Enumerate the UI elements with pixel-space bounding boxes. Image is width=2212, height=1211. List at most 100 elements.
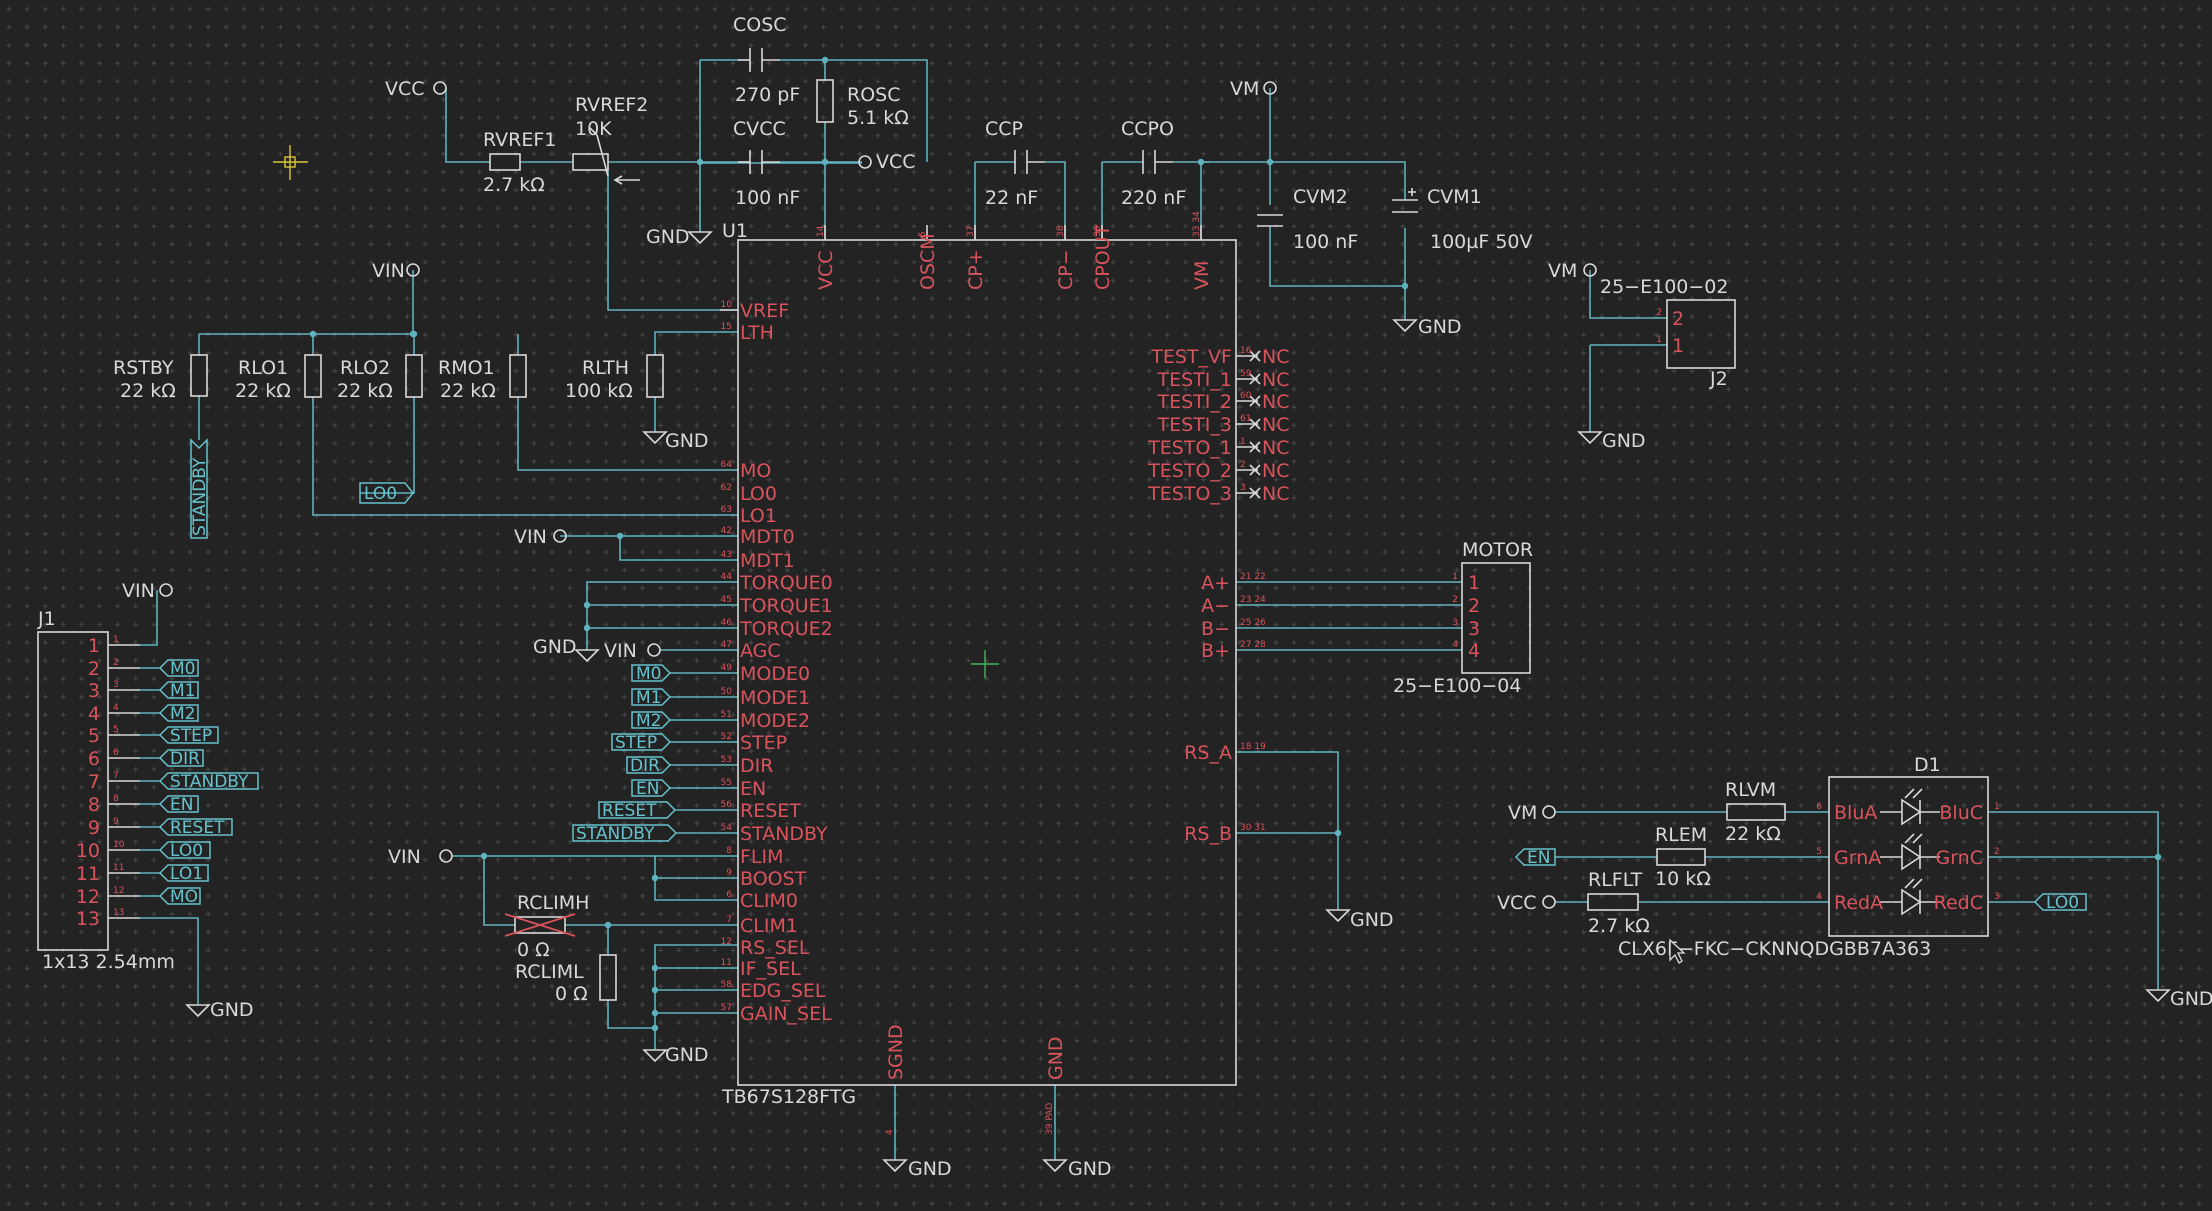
mode-tag-label: RESET: [602, 801, 657, 821]
cvm1-value: 100µF 50V: [1430, 231, 1533, 253]
gnd-lth-label: GND: [665, 430, 709, 452]
d1-en-tag: EN: [1527, 848, 1550, 868]
rvref2-symbol: [572, 153, 609, 171]
gnd-rs-label: GND: [1350, 909, 1394, 931]
rstby-symbol: [190, 354, 208, 397]
vin-mdt-label: VIN: [514, 526, 547, 548]
d1-cathode: RedC: [1934, 892, 1983, 914]
u1-pin-gain_sel: GAIN_SEL: [740, 1003, 832, 1025]
u1-pin-num: 62: [721, 483, 732, 493]
u1-pin-num: 11: [721, 958, 732, 968]
u1-pin-rs: RS_A: [1184, 742, 1232, 764]
j1-pin-name: 6: [88, 748, 100, 770]
cvm1-label: CVM1: [1427, 186, 1482, 208]
motor-pin-num: 4: [1452, 640, 1458, 650]
u1-pin-num: 46: [721, 618, 733, 628]
cosc-label: COSC: [733, 14, 787, 36]
led-red: [1880, 878, 1940, 916]
u1-pin-clim1: CLIM1: [740, 915, 798, 937]
u1-pin-mode1: MODE1: [740, 687, 810, 709]
j1-tag-label: MO: [170, 887, 198, 907]
u1-pin-num: 52: [721, 732, 732, 742]
j1-ref: J1: [37, 608, 56, 630]
u1-pin-testi_3: TESTI_3: [1157, 414, 1232, 436]
j1-tag-label: LO0: [170, 841, 203, 861]
rlvm-value: 22 kΩ: [1725, 823, 1781, 845]
cvcc-label: CVCC: [733, 118, 786, 140]
u1-pin-step: STEP: [740, 732, 787, 754]
d1-pin-num: 5: [1816, 847, 1822, 857]
rlflt-label: RLFLT: [1588, 869, 1643, 891]
u1-pin-num: 58: [721, 980, 733, 990]
j1-pin-name: 3: [88, 680, 100, 702]
rlvm-symbol: [1726, 803, 1786, 821]
j1-pin-name: 2: [88, 658, 100, 680]
ic-part-label: TB67S128FTG: [721, 1086, 856, 1108]
j1-pin-name: 10: [76, 840, 100, 862]
motor-pin-name: 4: [1468, 640, 1480, 662]
j2-pin-num: 1: [1656, 335, 1662, 345]
u1-pin-num: 45: [721, 595, 732, 605]
u1-pin-num: 18 19: [1240, 742, 1266, 752]
motor-pin-num: 2: [1452, 595, 1458, 605]
u1-pin-num: 55: [721, 778, 732, 788]
rvref1-label: RVREF1: [483, 129, 556, 151]
j1-pin-name: 11: [76, 863, 100, 885]
cosc-value: 270 pF: [735, 84, 800, 106]
mode-tag-label: STEP: [615, 733, 657, 753]
u1-pin-flim: FLIM: [740, 846, 784, 868]
rvref2-label: RVREF2: [575, 94, 648, 116]
motor-part: 25−E100−04: [1393, 675, 1521, 697]
u1-pin-lth: LTH: [740, 322, 774, 344]
u1-pin-num: 50: [721, 687, 733, 697]
u1-pin-motor: B+: [1201, 640, 1230, 662]
gnd-clim-label: GND: [665, 1044, 709, 1066]
u1-pin-num: 21 22: [1240, 572, 1266, 582]
d1-anode: GrnA: [1834, 847, 1881, 869]
j2-ref: J2: [1709, 368, 1728, 390]
u1-pin-mode0: MODE0: [740, 663, 810, 685]
ccp-label: CCP: [985, 118, 1023, 140]
u1-pin-test_vf: TEST_VF: [1150, 346, 1232, 368]
u1-pin-rs: RS_B: [1184, 823, 1232, 845]
u1-pin-num: 59: [1240, 369, 1252, 379]
u1-body: [737, 239, 1237, 1086]
u1-pin-num: 38: [1056, 225, 1066, 237]
vcc-cvcc-label: VCC: [876, 151, 916, 173]
d1-part: CLX6F−FKC−CKNNQDGBB7A363: [1618, 938, 1931, 960]
ccpo-label: CCPO: [1121, 118, 1174, 140]
motor-pin-num: 1: [1452, 572, 1458, 582]
lo0-tag-shape: [359, 482, 414, 504]
standby-tag-shape: [190, 438, 208, 539]
j1-tag-label: M1: [170, 681, 195, 701]
u1-pin-num: 14: [816, 225, 826, 237]
u1-pin-num: 2: [1240, 460, 1246, 470]
motor-body: [1461, 562, 1531, 674]
u1-pin-agc: AGC: [740, 640, 781, 662]
rlflt-value: 2.7 kΩ: [1588, 915, 1650, 937]
rlth-symbol: [646, 354, 664, 398]
j1-tag-label: STEP: [170, 726, 212, 746]
u1-pin-lo0: LO0: [740, 483, 777, 505]
u1-pin-num: 49: [721, 663, 733, 673]
j1-pin-name: 7: [88, 771, 100, 793]
u1-pin-num: 44: [721, 572, 733, 582]
j1-pin-name: 4: [88, 703, 100, 725]
u1-pin-num: 33 34: [1192, 211, 1202, 237]
u1-pin-testo_3: TESTO_3: [1147, 483, 1232, 505]
u1-pin-vref: VREF: [740, 300, 789, 322]
j1-tag-label: DIR: [170, 749, 200, 769]
u1-pin-num: 5: [918, 231, 928, 237]
u1-pin-standby: STANDBY: [740, 823, 828, 845]
rlflt-symbol: [1587, 893, 1639, 911]
u1-pin-num: 6: [726, 890, 732, 900]
u1-pin-cp−: CP−: [1055, 249, 1077, 290]
u1-pin-num: 23 24: [1240, 595, 1266, 605]
u1-pin-oscm: OSCM: [917, 233, 939, 290]
j1-tag-label: LO1: [170, 864, 203, 884]
j1-pin-name: 9: [88, 817, 100, 839]
j2-gnd-label: GND: [1602, 430, 1646, 452]
d1-pin-num: 2: [1994, 847, 2000, 857]
u1-pin-mo: MO: [740, 460, 771, 482]
